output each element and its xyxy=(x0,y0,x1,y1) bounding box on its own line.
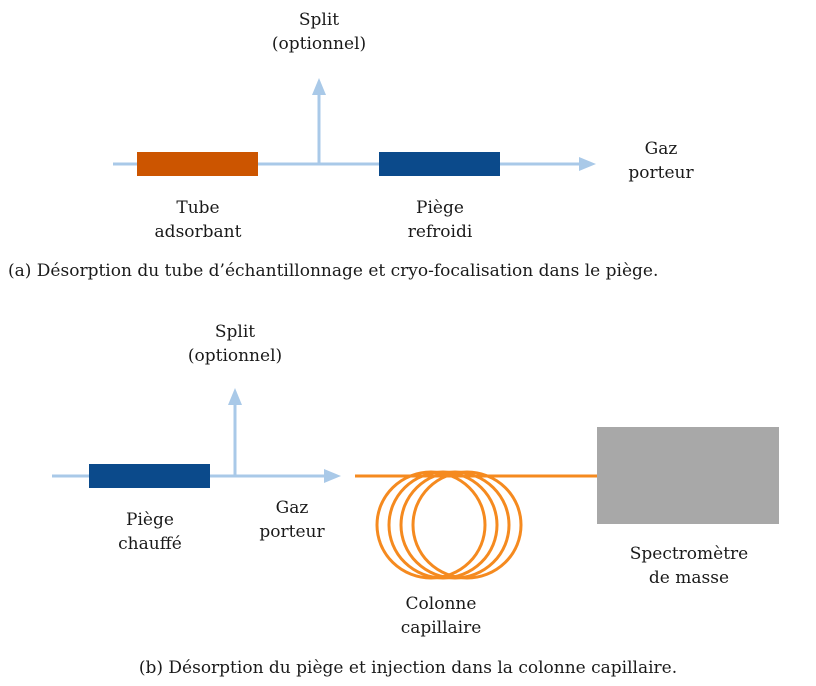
caption-b: (b) Désorption du piège et injection dan… xyxy=(138,658,678,678)
tube-label-line2: adsorbant xyxy=(154,222,242,242)
split-label-b-line1: Split xyxy=(214,322,256,342)
gas-arrowhead-a xyxy=(579,157,596,171)
heated-trap-label: Piège chauffé xyxy=(118,508,182,556)
split-label-a: Split (optionnel) xyxy=(272,8,366,56)
tube-label: Tube adsorbant xyxy=(155,196,242,244)
column-label: Colonne capillaire xyxy=(401,592,482,640)
spectrometer-label: Spectromètre de masse xyxy=(630,542,749,590)
tube-label-line1: Tube xyxy=(176,198,220,218)
cold-trap-label-line1: Piège xyxy=(416,198,464,218)
gas-arrowhead-b xyxy=(324,469,341,483)
cold-trap xyxy=(379,152,500,176)
cold-trap-label-line2: refroidi xyxy=(407,222,473,242)
heated-trap-label-line2: chauffé xyxy=(118,534,182,554)
split-label-a-line1: Split xyxy=(298,10,340,30)
split-arrowhead-a xyxy=(312,78,326,95)
column-label-line2: capillaire xyxy=(400,618,482,638)
split-label-a-line2: (optionnel) xyxy=(271,34,367,54)
mass-spectrometer xyxy=(597,427,779,524)
caption-a: (a) Désorption du tube d’échantillonnage… xyxy=(8,261,659,281)
capillary-column-coil xyxy=(375,470,523,580)
carrier-gas-label-b-line2: porteur xyxy=(259,522,325,542)
carrier-gas-label-a: Gaz porteur xyxy=(628,137,693,185)
split-arrowhead-b xyxy=(228,388,242,405)
heated-trap-label-line1: Piège xyxy=(126,510,174,530)
panel-b xyxy=(52,388,779,580)
spectrometer-label-line1: Spectromètre xyxy=(629,544,749,564)
split-label-b-line2: (optionnel) xyxy=(187,346,283,366)
carrier-gas-label-b-line1: Gaz xyxy=(275,498,309,518)
carrier-gas-label-a-line2: porteur xyxy=(628,163,694,183)
carrier-gas-label-b: Gaz porteur xyxy=(259,496,324,544)
carrier-gas-label-a-line1: Gaz xyxy=(644,139,678,159)
split-label-b: Split (optionnel) xyxy=(188,320,282,368)
column-label-line1: Colonne xyxy=(405,594,477,614)
cold-trap-label: Piège refroidi xyxy=(408,196,473,244)
adsorbent-tube xyxy=(137,152,258,176)
heated-trap xyxy=(89,464,210,488)
panel-a xyxy=(113,78,596,176)
spectrometer-label-line2: de masse xyxy=(648,568,730,588)
